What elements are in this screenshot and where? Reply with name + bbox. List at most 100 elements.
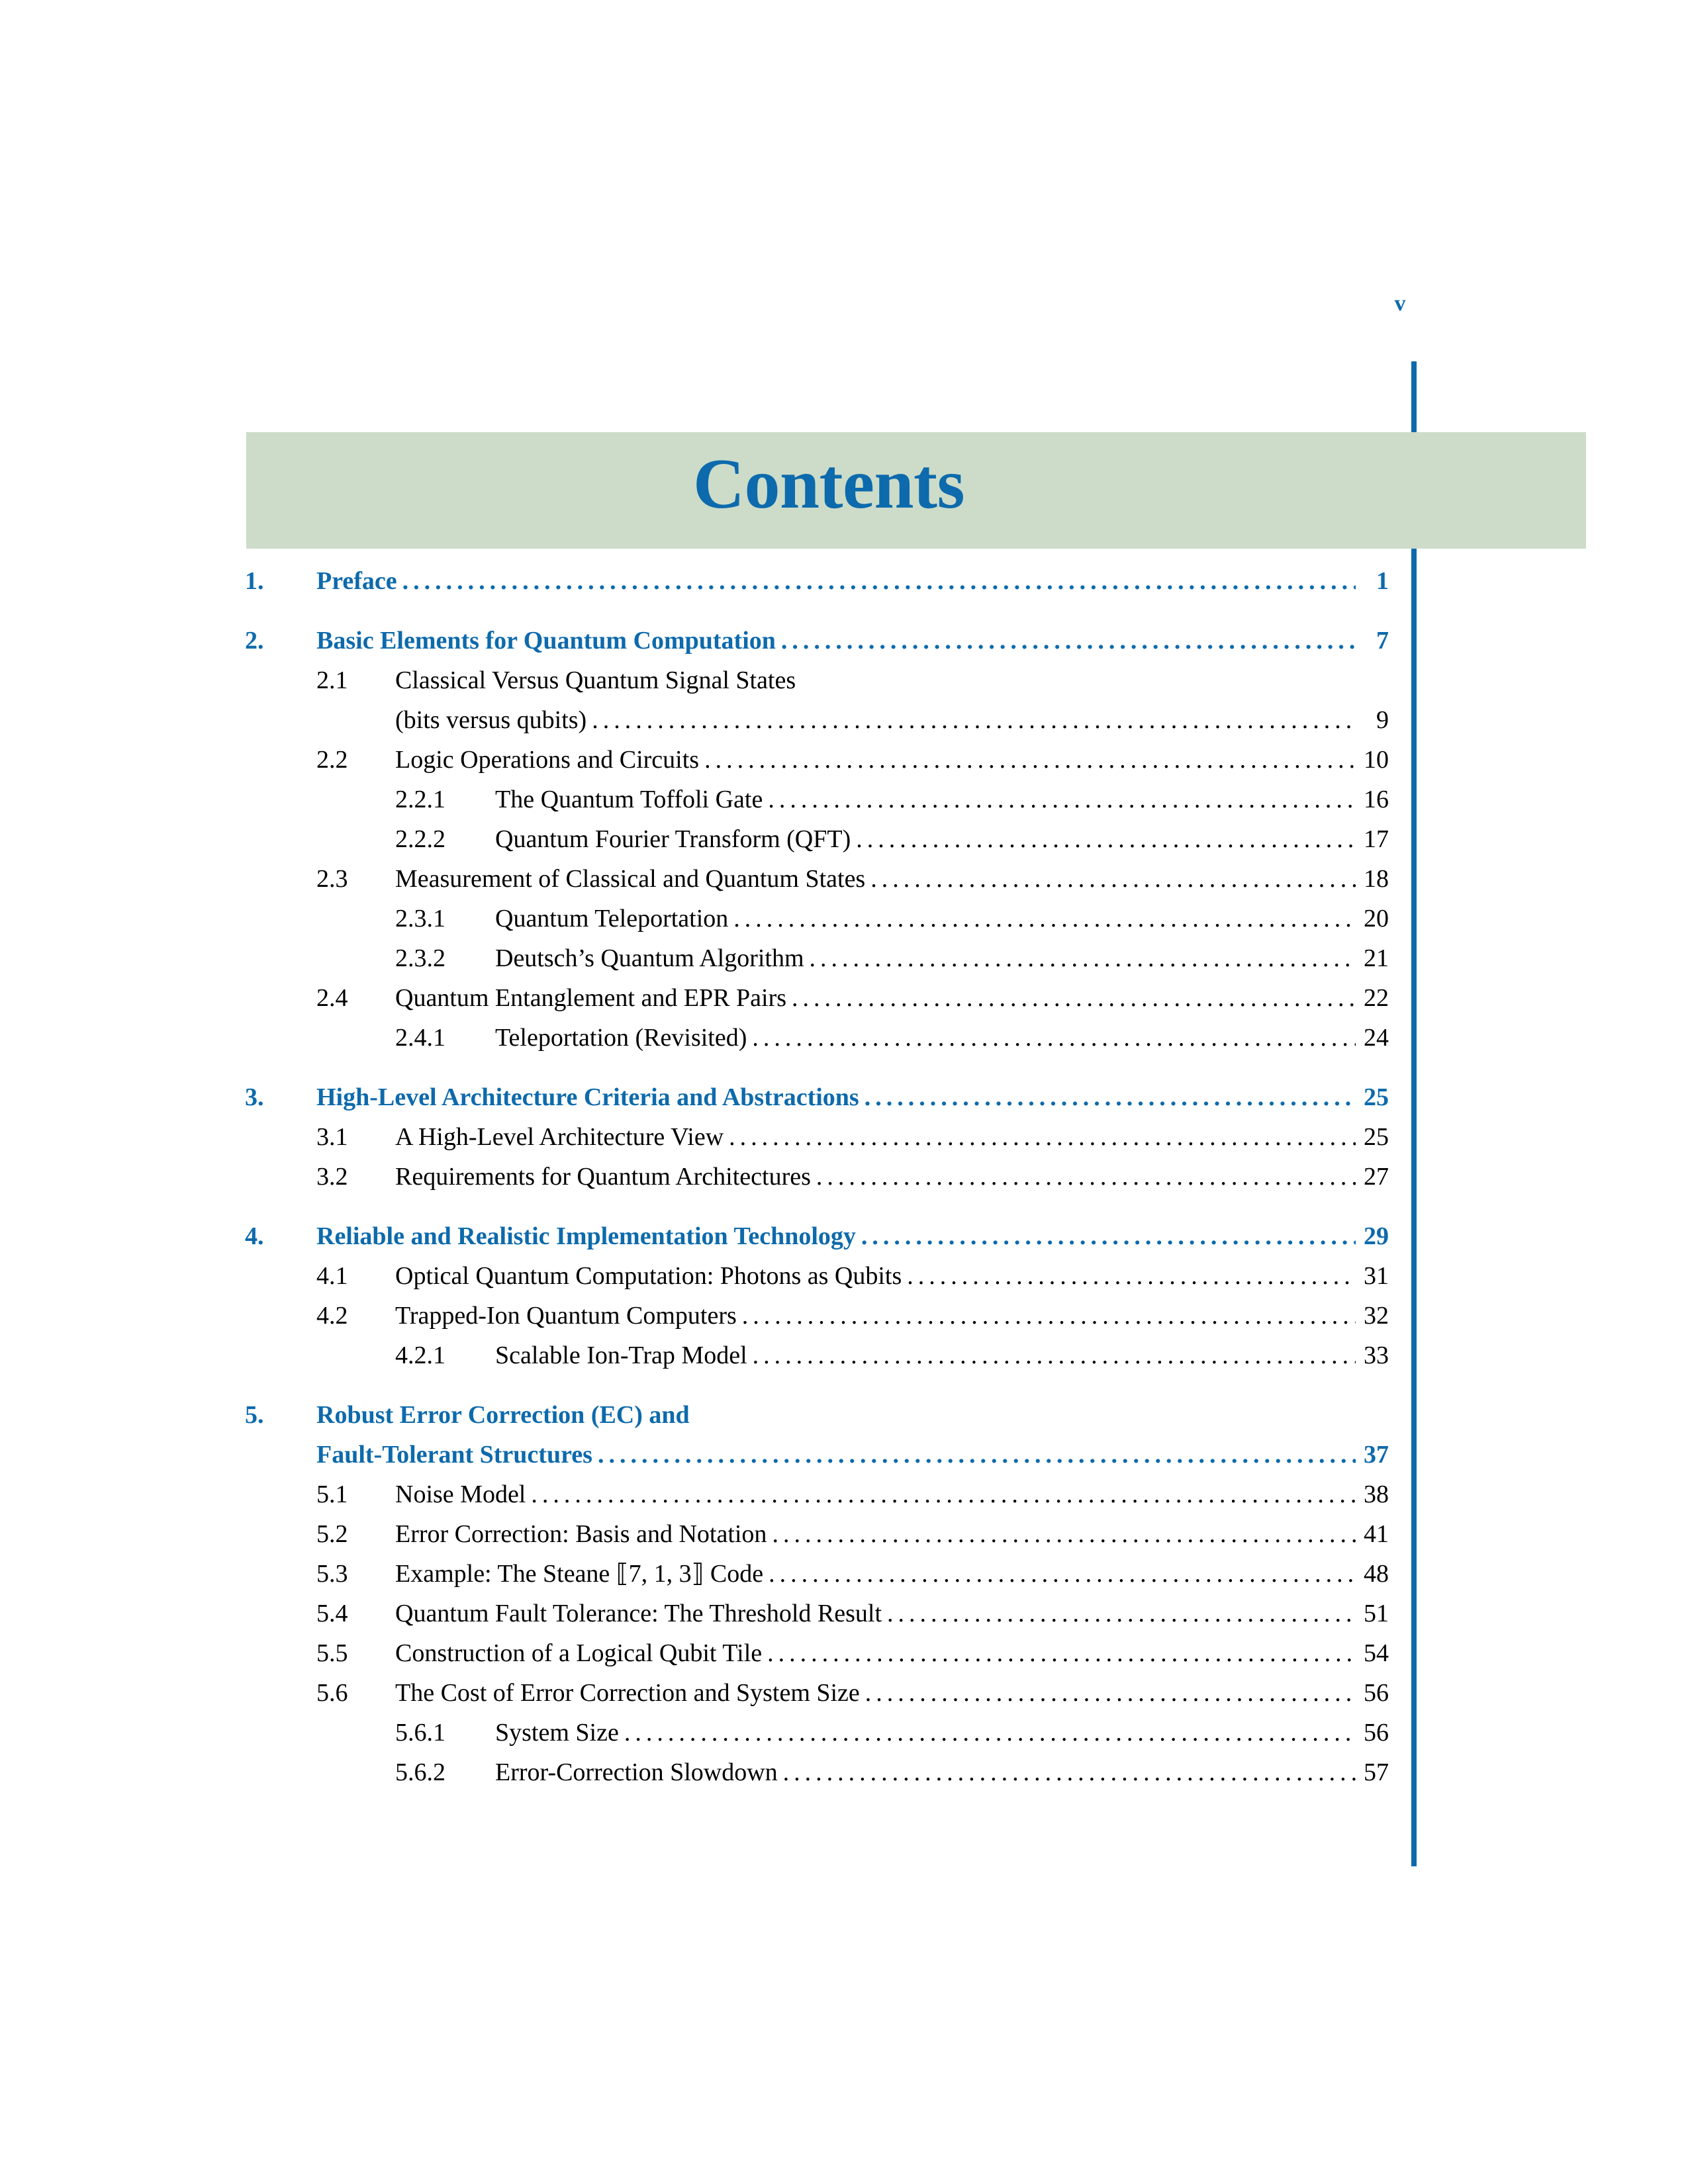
toc-entry-title[interactable]: Quantum Fault Tolerance: The Threshold R…	[395, 1600, 882, 1627]
toc-entry-number: 3.1	[316, 1123, 348, 1151]
toc-entry-level-2[interactable]: 5.3 Example: The Steane ⟦7, 1, 3⟧ Code...…	[245, 1554, 1389, 1594]
toc-entry-number: 4.2.1	[395, 1342, 445, 1369]
toc-entry-level-3[interactable]: 2.3.1 Quantum Teleportation..............…	[245, 899, 1389, 938]
toc-entry-title[interactable]: Robust Error Correction (EC) and	[316, 1401, 690, 1429]
toc-entry-number: 3.2	[316, 1163, 348, 1191]
toc-entry-title[interactable]: Quantum Teleportation	[495, 905, 729, 933]
toc-entry-title[interactable]: Quantum Fourier Transform (QFT)	[495, 825, 851, 853]
toc-entry-page-number: 22	[1364, 984, 1389, 1012]
toc-entry-title[interactable]: Noise Model	[395, 1480, 526, 1508]
toc-entry-title[interactable]: High-Level Architecture Criteria and Abs…	[316, 1083, 859, 1111]
toc-entry-level-3[interactable]: 5.6.1 System Size........................…	[245, 1713, 1389, 1752]
page-title: Contents	[692, 445, 965, 523]
toc-entry-number: 5.3	[316, 1560, 348, 1588]
toc-leader-dots: ........................................…	[729, 1123, 1356, 1151]
toc-entry-page-number: 24	[1364, 1024, 1389, 1052]
toc-entry-title[interactable]: Optical Quantum Computation: Photons as …	[395, 1262, 902, 1290]
toc-leader-dots: ........................................…	[767, 1639, 1356, 1667]
toc-entry-page-number: 20	[1364, 905, 1389, 933]
toc-entry-title[interactable]: Trapped-Ion Quantum Computers	[395, 1302, 737, 1330]
toc-entry-level-2[interactable]: 5.1 Noise Model..........................…	[245, 1475, 1389, 1514]
toc-entry-number: 5.1	[316, 1480, 348, 1508]
toc-entry-title[interactable]: Teleportation (Revisited)	[495, 1024, 747, 1052]
toc-entry-page-number: 57	[1364, 1758, 1389, 1786]
table-of-contents: 1.Preface...............................…	[245, 561, 1389, 1792]
toc-entry-number: 5.2	[316, 1520, 348, 1548]
toc-entry-level-1[interactable]: 4.Reliable and Realistic Implementation …	[245, 1216, 1389, 1256]
toc-entry-number: 5.	[245, 1401, 264, 1429]
toc-entry-title[interactable]: The Quantum Toffoli Gate	[495, 786, 763, 813]
toc-entry-page-number: 41	[1364, 1520, 1389, 1548]
toc-entry-level-2[interactable]: 3.2 Requirements for Quantum Architecture…	[245, 1157, 1389, 1197]
toc-leader-dots: ........................................…	[772, 1520, 1356, 1548]
toc-entry-number: 2.1	[316, 666, 348, 694]
toc-entry-level-1[interactable]: 3.High-Level Architecture Criteria and A…	[245, 1077, 1389, 1117]
toc-entry-level-2[interactable]: (bits versus qubits)....................…	[245, 700, 1389, 740]
toc-entry-level-1[interactable]: Fault-Tolerant Structures...............…	[245, 1435, 1389, 1475]
toc-entry-title[interactable]: Preface	[316, 567, 397, 595]
toc-entry-title[interactable]: Construction of a Logical Qubit Tile	[395, 1639, 763, 1667]
toc-entry-title[interactable]: Deutsch’s Quantum Algorithm	[495, 944, 804, 972]
toc-entry-page-number: 25	[1364, 1123, 1389, 1151]
toc-entry-title[interactable]: Error Correction: Basis and Notation	[395, 1520, 767, 1548]
toc-section-gap	[245, 1197, 1389, 1216]
toc-entry-title[interactable]: Quantum Entanglement and EPR Pairs	[395, 984, 787, 1012]
toc-entry-level-1[interactable]: 1.Preface...............................…	[245, 561, 1389, 601]
toc-entry-number: 4.2	[316, 1302, 348, 1330]
toc-entry-title[interactable]: Reliable and Realistic Implementation Te…	[316, 1222, 856, 1250]
toc-entry-title[interactable]: Example: The Steane ⟦7, 1, 3⟧ Code	[395, 1560, 764, 1588]
toc-entry-level-1[interactable]: 2.Basic Elements for Quantum Computation…	[245, 621, 1389, 660]
toc-entry-title[interactable]: Classical Versus Quantum Signal States	[395, 666, 796, 694]
toc-entry-title[interactable]: Error-Correction Slowdown	[495, 1758, 778, 1786]
toc-entry-title[interactable]: System Size	[495, 1719, 619, 1747]
toc-entry-level-2[interactable]: 2.4 Quantum Entanglement and EPR Pairs...…	[245, 978, 1389, 1018]
toc-entry-title[interactable]: The Cost of Error Correction and System …	[395, 1679, 860, 1707]
toc-leader-dots: ........................................…	[782, 1758, 1356, 1786]
toc-entry-title[interactable]: Fault-Tolerant Structures	[316, 1441, 592, 1469]
toc-entry-title[interactable]: A High-Level Architecture View	[395, 1123, 724, 1151]
toc-entry-title[interactable]: Logic Operations and Circuits	[395, 746, 700, 774]
toc-entry-level-2[interactable]: 3.1 A High-Level Architecture View.......…	[245, 1117, 1389, 1157]
toc-entry-title[interactable]: (bits versus qubits)	[395, 706, 587, 734]
toc-section-gap	[245, 1375, 1389, 1395]
toc-entry-number: 2.4.1	[395, 1024, 445, 1052]
toc-entry-title[interactable]: Measurement of Classical and Quantum Sta…	[395, 865, 866, 893]
toc-leader-dots: ........................................…	[856, 825, 1356, 853]
toc-leader-dots: ........................................…	[531, 1480, 1356, 1508]
toc-entry-number: 5.6.1	[395, 1719, 445, 1747]
toc-leader-dots: ........................................…	[792, 984, 1356, 1012]
toc-entry-level-2[interactable]: 5.2 Error Correction: Basis and Notation.…	[245, 1514, 1389, 1554]
toc-entry-page-number: 33	[1364, 1342, 1389, 1369]
toc-entry-page-number: 48	[1364, 1560, 1389, 1588]
toc-entry-page-number: 18	[1364, 865, 1389, 893]
toc-entry-title[interactable]: Scalable Ion-Trap Model	[495, 1342, 747, 1369]
toc-leader-dots: ........................................…	[733, 905, 1356, 933]
toc-entry-page-number: 32	[1364, 1302, 1389, 1330]
toc-entry-title[interactable]: Basic Elements for Quantum Computation	[316, 627, 776, 655]
toc-leader-dots: ........................................…	[768, 786, 1356, 813]
toc-entry-page-number: 1	[1376, 567, 1389, 595]
toc-entry-title[interactable]: Requirements for Quantum Architectures	[395, 1163, 811, 1191]
toc-entry-level-1[interactable]: 5. Robust Error Correction (EC) and	[245, 1395, 1389, 1435]
toc-entry-level-2[interactable]: 2.1 Classical Versus Quantum Signal State…	[245, 660, 1389, 700]
toc-leader-dots: ........................................…	[769, 1560, 1356, 1588]
toc-entry-number: 2.3.2	[395, 944, 445, 972]
toc-entry-number: 2.4	[316, 984, 348, 1012]
toc-leader-dots: ........................................…	[864, 1083, 1356, 1111]
toc-entry-number: 2.3.1	[395, 905, 445, 933]
toc-entry-page-number: 31	[1364, 1262, 1389, 1290]
toc-leader-dots: ........................................…	[624, 1719, 1356, 1747]
